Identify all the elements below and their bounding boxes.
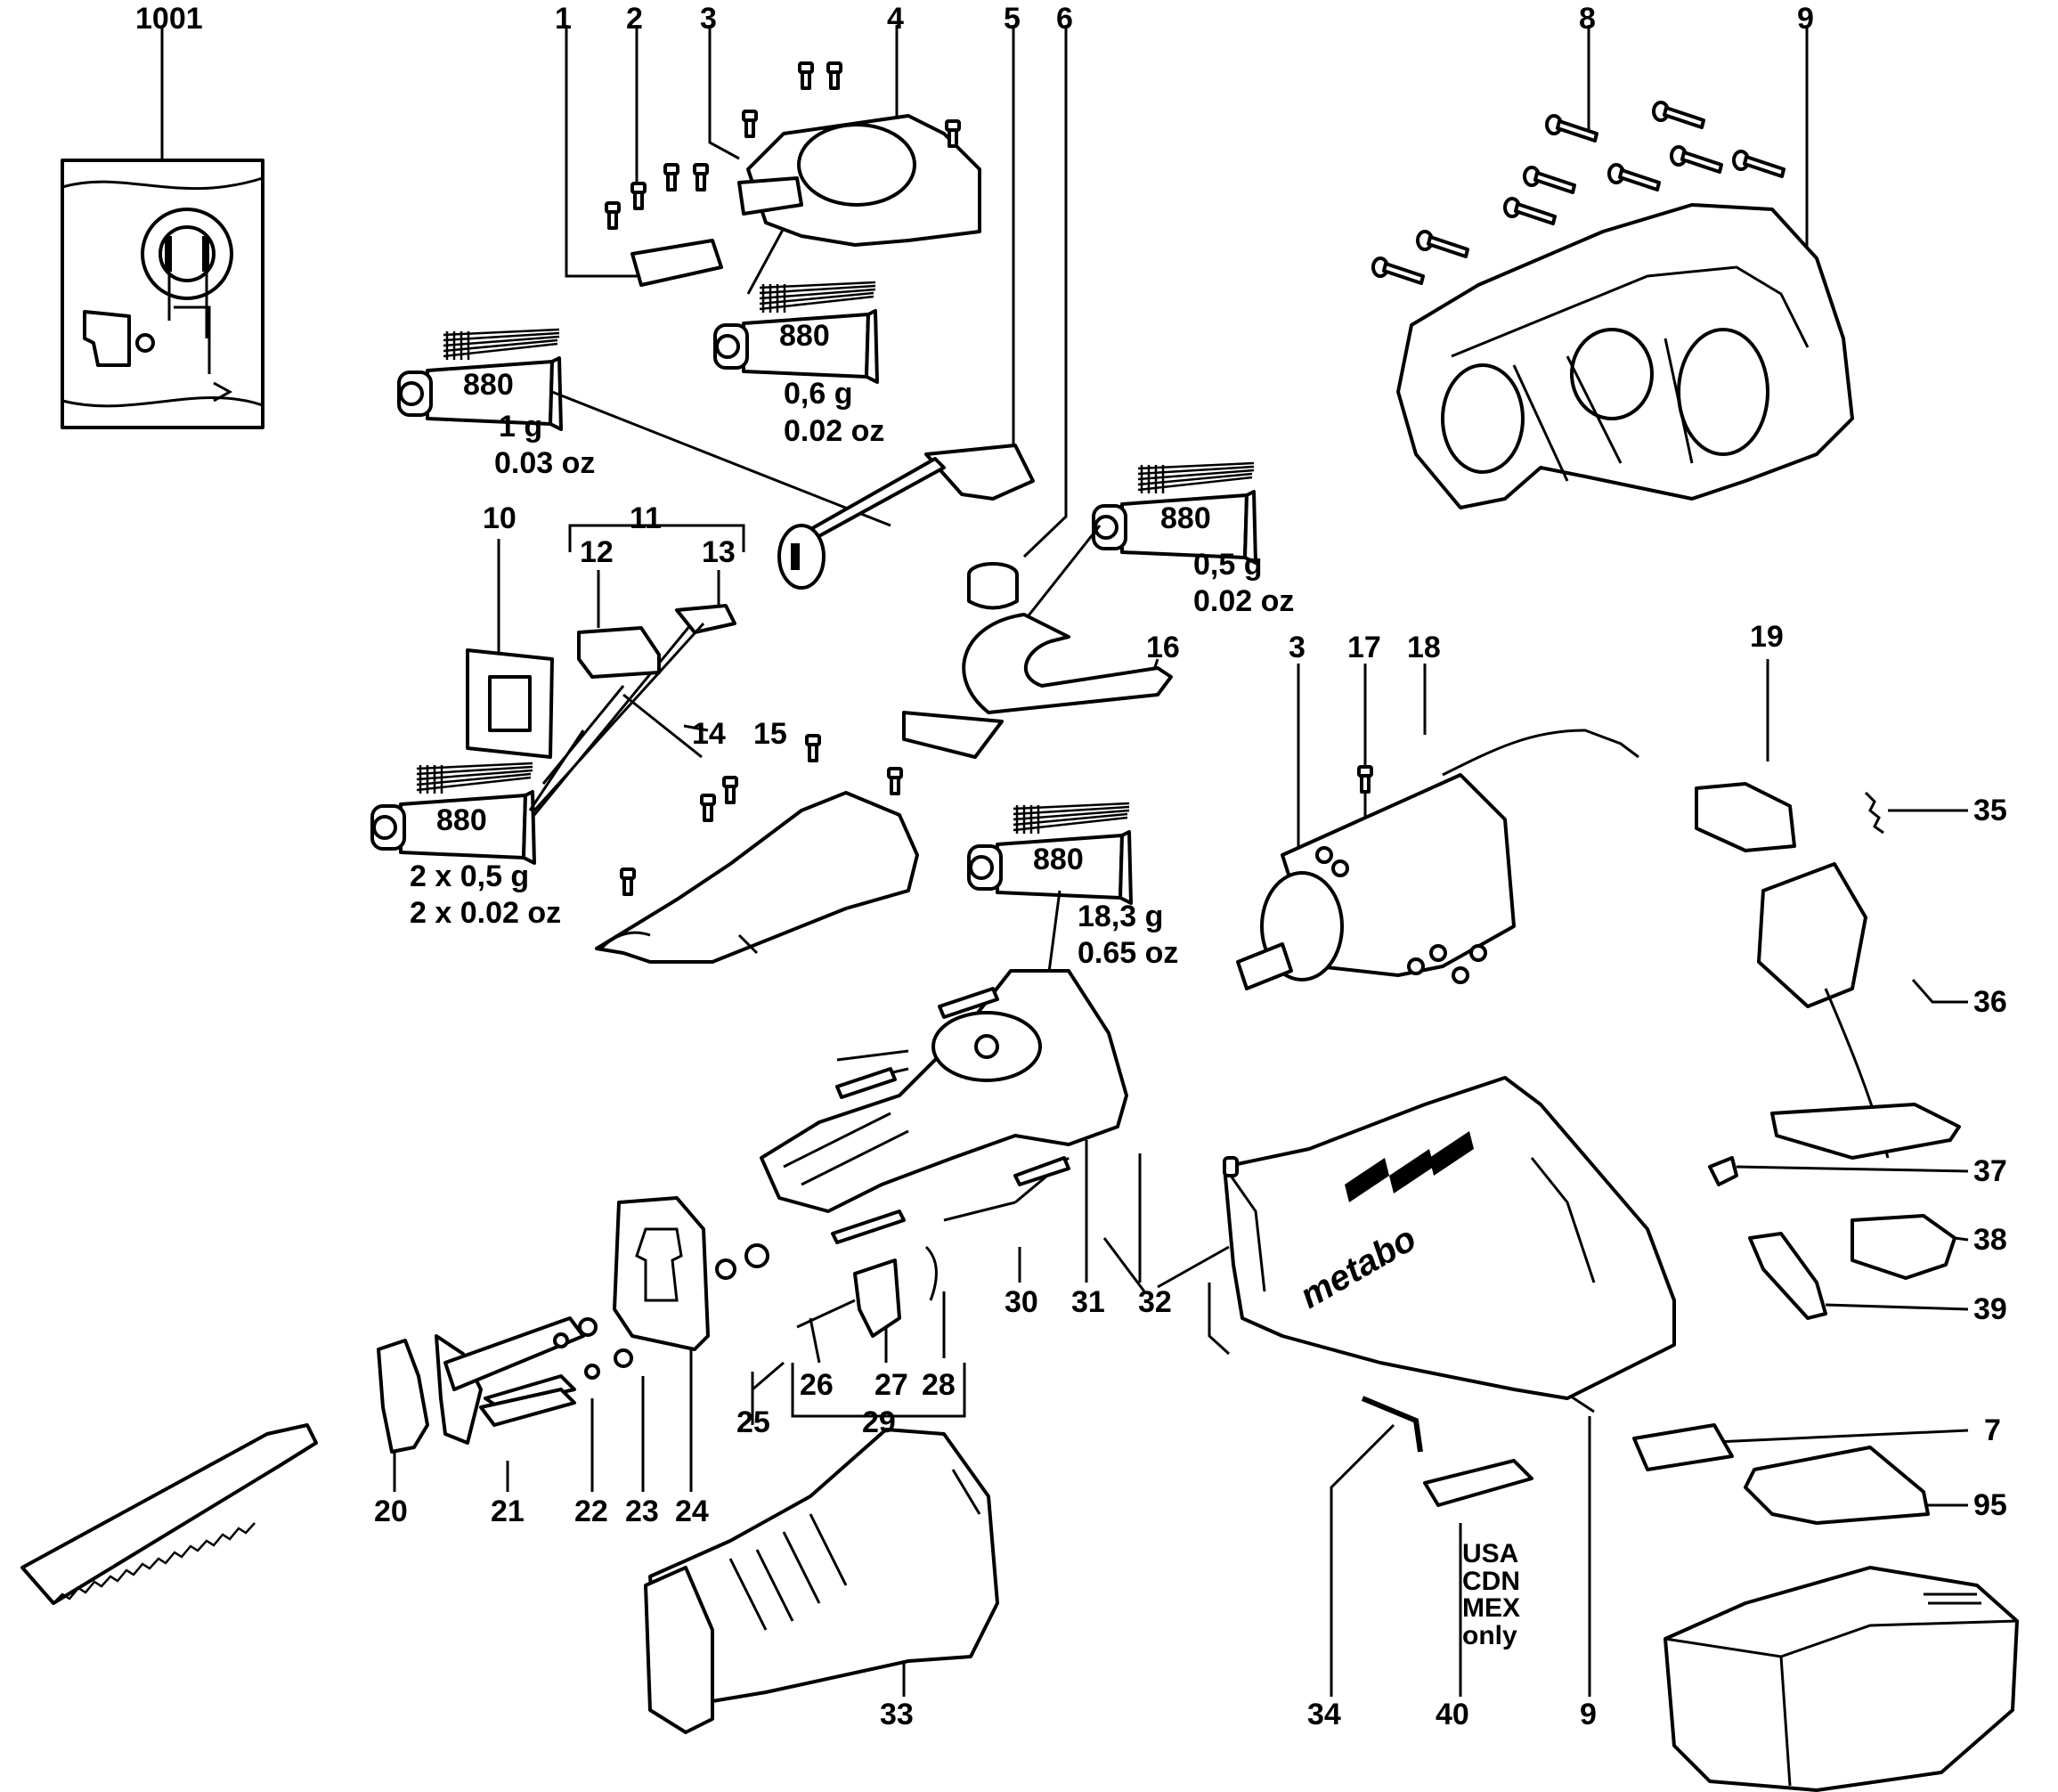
part-label-11: 11: [630, 501, 662, 535]
part-label-18: 18: [1407, 631, 1441, 664]
part-label-29: 29: [862, 1405, 896, 1439]
rating-label: [1632, 1423, 1734, 1471]
part-label-31: 31: [1071, 1285, 1105, 1319]
front-boot: [644, 1428, 999, 1734]
grease-tube-1-label: 880: [463, 368, 514, 402]
spring: [1864, 791, 1884, 835]
saw-blade: [20, 1423, 318, 1605]
part-label-19: 19: [1750, 620, 1784, 654]
housing-half-shell: [1396, 203, 1854, 509]
gasket: [613, 1196, 710, 1351]
warning-label: [1423, 1459, 1533, 1507]
motor: [1236, 729, 1639, 990]
part-label-95: 95: [1973, 1488, 2007, 1522]
part-label-35: 35: [1973, 794, 2007, 827]
contact-pad: [675, 604, 736, 634]
battery-pack: [1663, 1566, 2019, 1792]
grease-qty-5-oz: 0.65 oz: [1078, 936, 1179, 970]
part-label-39: 39: [1973, 1292, 2007, 1326]
region-note-line-2: CDN: [1462, 1566, 1520, 1596]
part-label-14: 14: [692, 717, 726, 751]
part-label-32: 32: [1138, 1285, 1172, 1319]
part-label-3b: 3: [1289, 631, 1306, 664]
part-label-7: 7: [1984, 1413, 2001, 1447]
grease-qty-4-g: 2 x 0,5 g: [410, 859, 530, 893]
part-label-20: 20: [374, 1495, 408, 1528]
main-housing: metabo: [1223, 1076, 1676, 1400]
blade-clamp-plate: [479, 1388, 576, 1427]
grease-tube-3-label: 880: [1160, 501, 1211, 535]
hex-key: [1361, 1396, 1423, 1453]
blade-release-parts: [715, 1243, 938, 1338]
housing-screws: [831, 987, 1070, 1244]
part-label-24: 24: [675, 1495, 709, 1528]
part-label-26: 26: [800, 1368, 834, 1402]
grease-tube-2-label: 880: [779, 319, 830, 353]
clamp-screws: [553, 1317, 633, 1380]
battery-holder: [1851, 1214, 1956, 1280]
part-label-36: 36: [1973, 985, 2007, 1019]
part-label-37: 37: [1973, 1154, 2007, 1188]
part-label-16: 16: [1146, 631, 1180, 664]
grease-qty-1-g: 1 g: [499, 410, 543, 444]
part-label-1: 1: [555, 2, 572, 36]
region-note: USA CDN MEX only: [1462, 1539, 1521, 1650]
part-label-27: 27: [874, 1368, 908, 1402]
part-label-12: 12: [580, 535, 614, 569]
part-label-6: 6: [1056, 2, 1073, 36]
part-label-9-top: 9: [1797, 2, 1814, 36]
grease-tube-4-label: 880: [436, 803, 487, 837]
battery-clip: [1744, 1446, 1930, 1525]
gear-cover-plate: [630, 114, 981, 287]
grease-qty-2-g: 0,6 g: [784, 377, 853, 411]
part-label-17: 17: [1347, 631, 1381, 664]
part-label-34: 34: [1307, 1698, 1341, 1731]
grease-qty-5-g: 18,3 g: [1078, 900, 1164, 933]
grease-tube-5-label: 880: [1033, 843, 1084, 876]
part-label-30: 30: [1005, 1285, 1038, 1319]
gear-housing-cover: [595, 734, 919, 964]
part-label-25: 25: [736, 1405, 770, 1439]
part-label-10: 10: [483, 501, 517, 535]
part-label-40: 40: [1436, 1698, 1469, 1731]
part-label-33: 33: [880, 1698, 914, 1731]
part-label-5: 5: [1004, 2, 1021, 36]
switch-trigger: [1695, 782, 1796, 852]
contact-block: [1748, 1232, 1827, 1320]
region-note-line-1: USA: [1462, 1539, 1519, 1568]
brush-holder: [577, 626, 661, 679]
part-label-28: 28: [922, 1368, 956, 1402]
part-label-9-bottom: 9: [1580, 1698, 1597, 1731]
part-label-15: 15: [753, 717, 787, 751]
small-sleeve: [1223, 1156, 1239, 1177]
part-label-2: 2: [626, 2, 643, 36]
reciprocating-rod: [777, 444, 1035, 590]
gear-housing: [760, 969, 1128, 1222]
wiring-detail-box: [61, 27, 264, 429]
part-label-1001: 1001: [135, 2, 203, 36]
guide-plate: [902, 613, 1173, 759]
electronic-switch: [1757, 862, 1961, 1160]
part-label-8: 8: [1579, 2, 1596, 36]
part-label-3: 3: [700, 2, 717, 36]
grease-qty-3-g: 0,5 g: [1193, 548, 1263, 582]
bushing: [967, 562, 1019, 610]
part-label-23: 23: [625, 1495, 659, 1528]
blade-holder: [377, 1316, 585, 1454]
part-label-22: 22: [574, 1495, 608, 1528]
region-note-line-3: MEX: [1462, 1593, 1521, 1624]
part-label-13: 13: [702, 535, 736, 569]
switch-plate: [466, 648, 554, 759]
region-note-line-4: only: [1462, 1620, 1517, 1650]
grease-qty-3-oz: 0.02 oz: [1193, 584, 1295, 618]
grease-qty-2-oz: 0.02 oz: [784, 414, 885, 448]
grease-qty-4-oz: 2 x 0.02 oz: [410, 896, 562, 930]
cable-clip: [1708, 1156, 1738, 1186]
grease-qty-1-oz: 0.03 oz: [494, 446, 596, 480]
part-label-21: 21: [491, 1495, 525, 1528]
part-label-4: 4: [887, 2, 904, 36]
part-label-38: 38: [1973, 1223, 2007, 1257]
